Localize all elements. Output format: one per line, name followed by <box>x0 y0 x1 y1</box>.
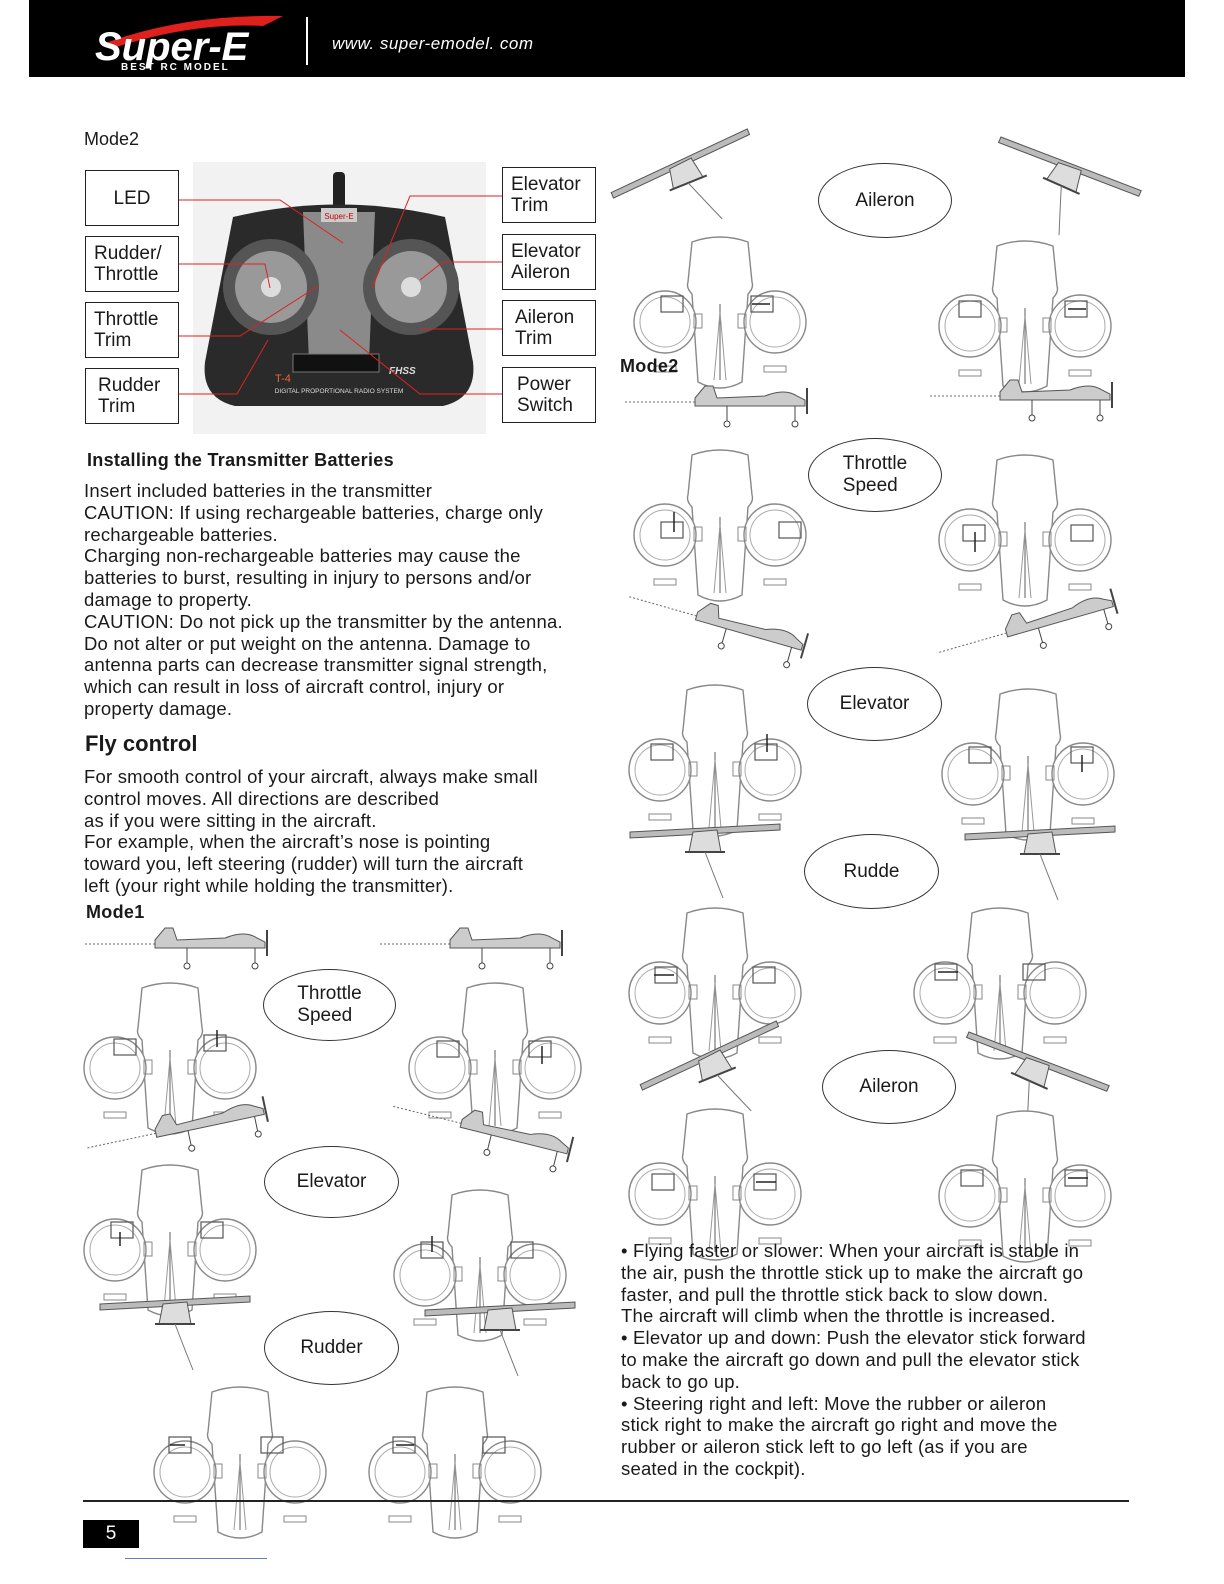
super-e-logo: Super-E BEST RC MODEL <box>95 15 283 73</box>
fly-control-body: For smooth control of your aircraft, alw… <box>84 766 538 896</box>
oval-mode1-elevator: Elevator <box>264 1146 399 1218</box>
oval-mode2-throttle: Throttle Speed <box>808 438 942 512</box>
flying-notes: • Flying faster or slower: When your air… <box>621 1240 1086 1479</box>
page-header <box>29 0 1185 77</box>
label-throttle-trim: Throttle Trim <box>85 302 179 358</box>
oval-mode2-aileron-bottom: Aileron <box>822 1050 956 1124</box>
label-power-switch: Power Switch <box>502 367 596 423</box>
mode2-label: Mode2 <box>620 356 679 376</box>
label-aileron-trim: Aileron Trim <box>502 300 596 356</box>
device-model: T-4 <box>275 373 291 385</box>
footer-rule <box>83 1500 1129 1502</box>
header-divider <box>306 17 308 65</box>
footer-link-underline <box>125 1558 267 1559</box>
label-led: LED <box>85 170 179 226</box>
oval-mode1-throttle: Throttle Speed <box>263 969 396 1041</box>
transmitter-mode-label: Mode2 <box>84 129 140 149</box>
oval-mode2-aileron-top: Aileron <box>818 163 952 238</box>
label-rudder-trim: Rudder Trim <box>85 368 179 424</box>
device-caption: DIGITAL PROPORTIONAL RADIO SYSTEM <box>275 388 404 395</box>
label-elevator-trim: Elevator Trim <box>502 167 596 223</box>
website-url[interactable]: www. super-emodel. com <box>332 34 534 53</box>
label-elevator-aileron: Elevator Aileron <box>502 234 596 290</box>
mode1-label: Mode1 <box>86 902 145 922</box>
batteries-title: Installing the Transmitter Batteries <box>87 450 394 470</box>
page-number: 5 <box>83 1520 139 1548</box>
logo-tagline: BEST RC MODEL <box>121 62 230 73</box>
oval-mode1-rudder: Rudder <box>264 1311 399 1385</box>
oval-mode2-rudder: Rudde <box>804 834 939 909</box>
fly-control-title: Fly control <box>85 731 198 756</box>
label-rudder-throttle: Rudder/ Throttle <box>85 236 179 292</box>
oval-mode2-elevator: Elevator <box>807 667 942 741</box>
logo-text: Super-E <box>95 25 250 69</box>
batteries-body: Insert included batteries in the transmi… <box>84 480 563 719</box>
